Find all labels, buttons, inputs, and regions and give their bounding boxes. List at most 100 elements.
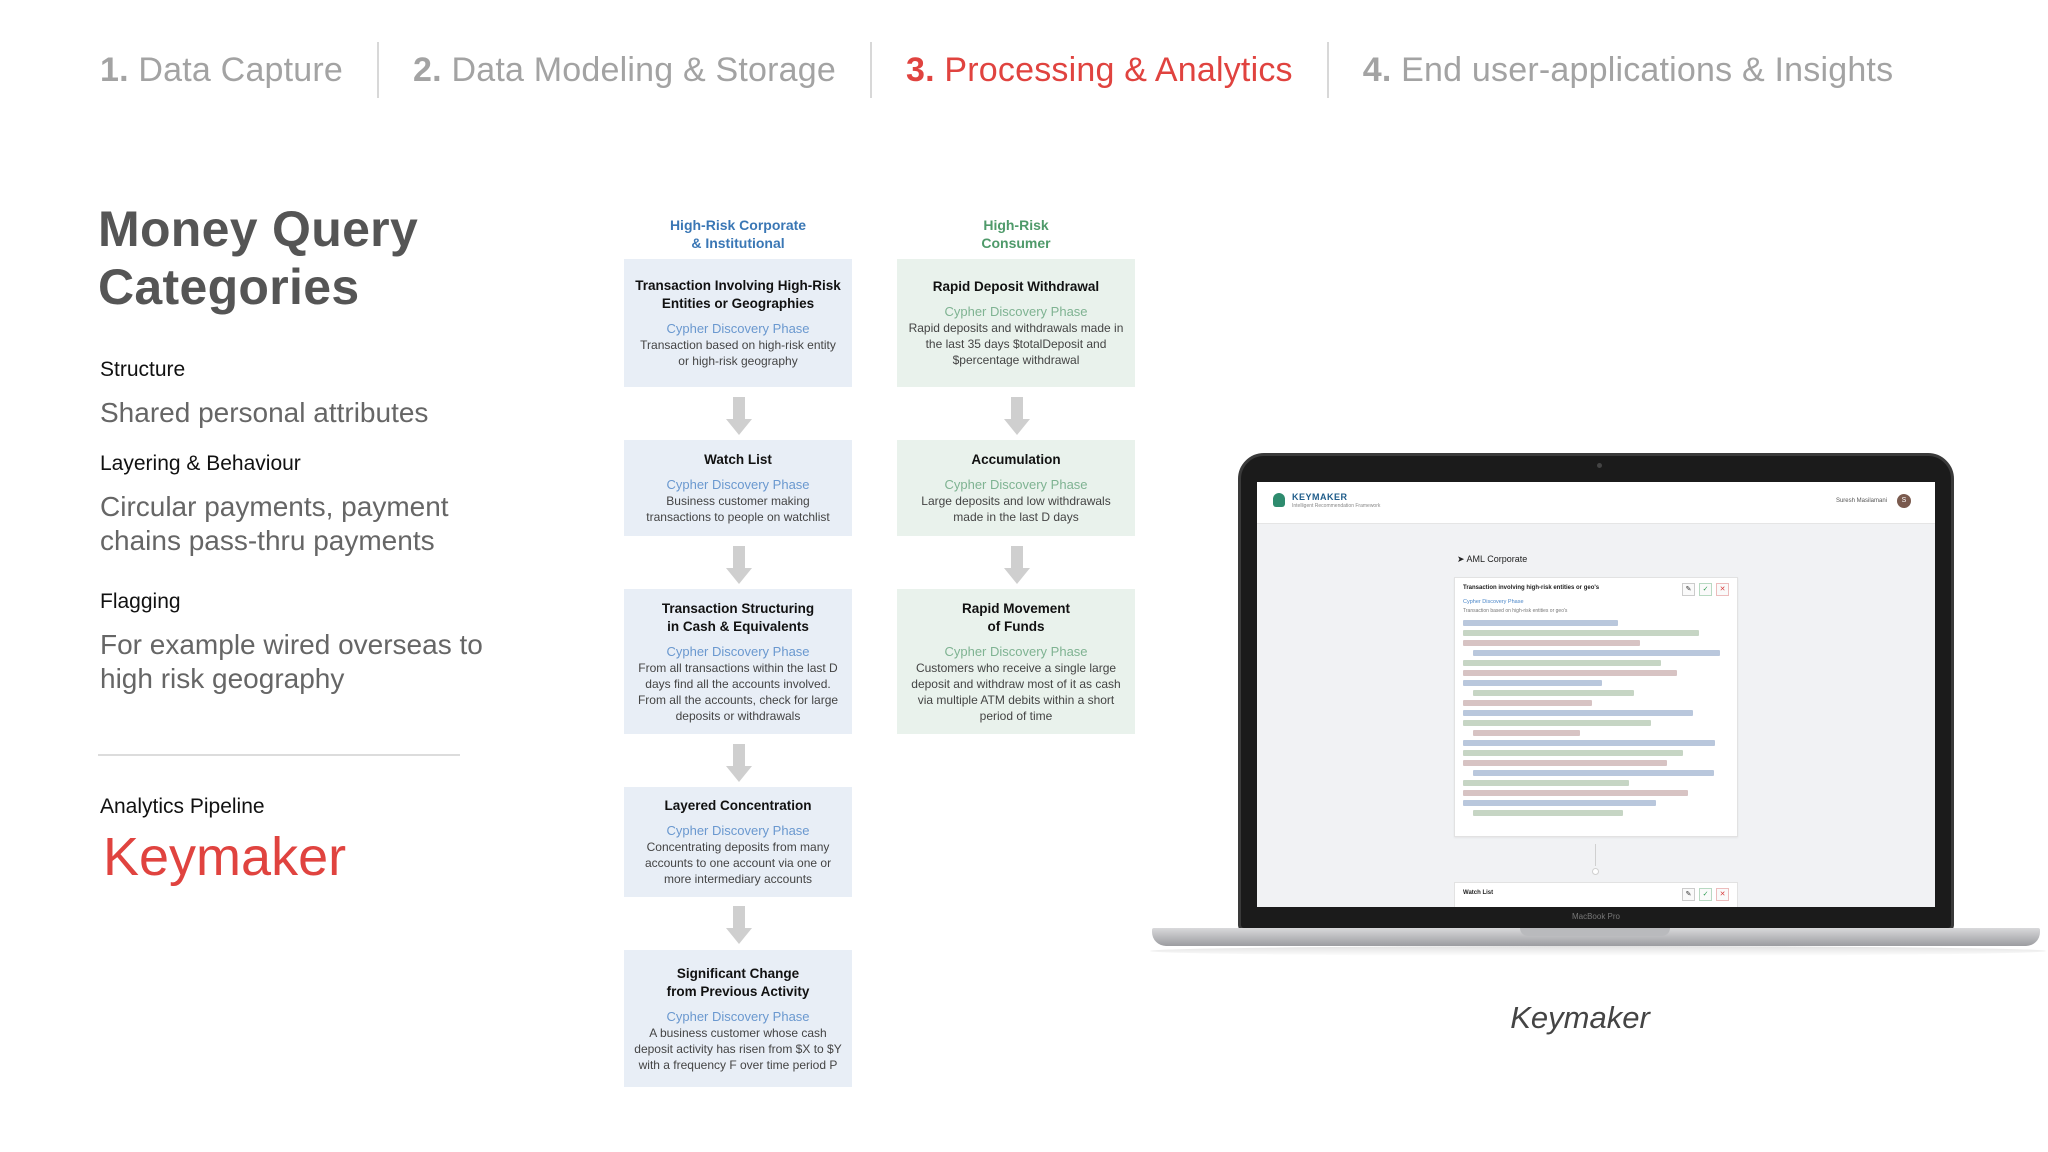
flow-box-layered-concentration: Layered Concentration Cypher Discovery P… — [624, 787, 852, 897]
box-title: Rapid Deposit Withdrawal — [932, 279, 1100, 294]
box-description: Customers who receive a single large dep… — [911, 660, 1121, 723]
box-phase: Cypher Discovery Phase — [666, 643, 810, 659]
step-2[interactable]: 2. Data Modeling & Storage — [413, 50, 836, 89]
box-description: From all transactions within the last D … — [637, 660, 839, 723]
flow-arrow — [1004, 397, 1030, 437]
box-phase: Cypher Discovery Phase — [944, 477, 1088, 492]
code-line — [1463, 700, 1592, 706]
box-description: Business customer making transactions to… — [646, 494, 830, 524]
page-title: Money Query Categories — [98, 201, 419, 315]
step-divider — [377, 42, 380, 98]
app-header: KEYMAKER Intelligent Recommendation Fram… — [1257, 482, 1935, 524]
image-caption: Keymaker — [1510, 1000, 1650, 1035]
code-line — [1473, 730, 1581, 736]
code-line — [1463, 710, 1694, 716]
delete-icon[interactable]: ✕ — [1716, 583, 1729, 596]
code-line — [1473, 690, 1634, 696]
flow-arrow — [726, 397, 752, 437]
box-phase: Cypher Discovery Phase — [666, 823, 810, 838]
laptop-base — [1152, 928, 2040, 946]
app-subtitle: Intelligent Recommendation Framework — [1292, 503, 1381, 509]
watch-list-card: Watch List ✎ ✓ ✕ — [1454, 882, 1738, 907]
flow-arrow — [726, 906, 752, 946]
category-flagging: Flagging For example wired overseas to h… — [100, 590, 500, 696]
code-line — [1463, 620, 1619, 626]
code-line — [1463, 760, 1667, 766]
category-description: For example wired overseas to high risk … — [100, 629, 483, 694]
box-description: A business customer whose cash deposit a… — [634, 1025, 842, 1072]
code-line — [1463, 750, 1683, 756]
user-name[interactable]: Suresh Masilamani — [1835, 498, 1887, 504]
box-phase: Cypher Discovery Phase — [666, 477, 810, 492]
flow-arrow — [726, 744, 752, 784]
code-line — [1463, 800, 1656, 806]
category-heading: Structure — [100, 358, 186, 381]
box-phase: Cypher Discovery Phase — [666, 1008, 810, 1024]
divider — [98, 754, 460, 756]
edit-icon[interactable]: ✎ — [1682, 583, 1695, 596]
box-phase: Cypher Discovery Phase — [666, 321, 810, 336]
box-description: Transaction based on high-risk entity or… — [640, 338, 836, 368]
card-actions: ✎ ✓ ✕ — [1682, 583, 1729, 596]
step-divider — [1326, 42, 1329, 98]
step-navigation: 1. Data Capture 2. Data Modeling & Stora… — [100, 40, 1893, 100]
flow-box-rapid-deposit-withdrawal: Rapid Deposit Withdrawal Cypher Discover… — [897, 259, 1135, 387]
box-title: Layered Concentration — [664, 798, 812, 813]
avatar[interactable]: S — [1897, 494, 1911, 508]
step-3-active[interactable]: 3. Processing & Analytics — [905, 50, 1293, 89]
card-actions: ✎ ✓ ✕ — [1682, 888, 1729, 901]
code-line — [1463, 670, 1678, 676]
flow-arrow — [1004, 546, 1030, 586]
box-description: Rapid deposits and withdrawals made in t… — [908, 321, 1124, 367]
code-line — [1463, 720, 1651, 726]
pipeline-label: Analytics Pipeline — [100, 795, 265, 818]
box-description: Concentrating deposits from many account… — [644, 840, 832, 886]
card-title: Watch List — [1463, 890, 1494, 896]
flow-box-accumulation: Accumulation Cypher Discovery Phase Larg… — [897, 440, 1135, 536]
camera — [1597, 463, 1602, 468]
check-icon[interactable]: ✓ — [1699, 583, 1712, 596]
card-title: Transaction involving high-risk entities… — [1463, 585, 1600, 591]
step-4[interactable]: 4. End user-applications & Insights — [1362, 50, 1894, 89]
category-description: Circular payments, payment chains pass-t… — [100, 491, 449, 556]
delete-icon[interactable]: ✕ — [1716, 888, 1729, 901]
connector-dot — [1592, 868, 1599, 875]
laptop-model-label: MacBook Pro — [1571, 912, 1621, 921]
step-divider — [869, 42, 872, 98]
category-description: Shared personal attributes — [100, 397, 429, 428]
code-line — [1473, 650, 1720, 656]
category-layering: Layering & Behaviour Circular payments, … — [100, 452, 500, 558]
column-header-corporate: High-Risk Corporate& Institutional — [669, 217, 807, 251]
laptop-screenshot: KEYMAKER Intelligent Recommendation Fram… — [1238, 453, 1954, 931]
box-description: Large deposits and low withdrawals made … — [921, 494, 1111, 524]
check-icon[interactable]: ✓ — [1699, 888, 1712, 901]
code-line — [1463, 630, 1699, 636]
step-1[interactable]: 1. Data Capture — [100, 50, 344, 89]
query-card: Transaction involving high-risk entities… — [1454, 577, 1738, 837]
category-structure: Structure Shared personal attributes — [100, 358, 500, 430]
flow-box-watch-list: Watch List Cypher Discovery Phase Busine… — [624, 440, 852, 536]
section-title: ➤ AML Corporate — [1457, 554, 1528, 564]
flow-arrow — [726, 546, 752, 586]
code-line — [1463, 740, 1715, 746]
connector-line — [1595, 844, 1596, 866]
box-title: Watch List — [704, 452, 772, 467]
box-phase: Cypher Discovery Phase — [944, 304, 1088, 319]
pipeline-name: Keymaker — [103, 827, 347, 887]
card-phase: Cypher Discovery Phase — [1463, 599, 1524, 605]
code-line — [1463, 660, 1662, 666]
keymaker-logo-icon — [1273, 493, 1285, 507]
card-description: Transaction based on high-risk entities … — [1463, 608, 1568, 614]
category-heading: Layering & Behaviour — [100, 452, 301, 475]
laptop-notch — [1520, 928, 1670, 936]
code-line — [1463, 780, 1630, 786]
edit-icon[interactable]: ✎ — [1682, 888, 1695, 901]
